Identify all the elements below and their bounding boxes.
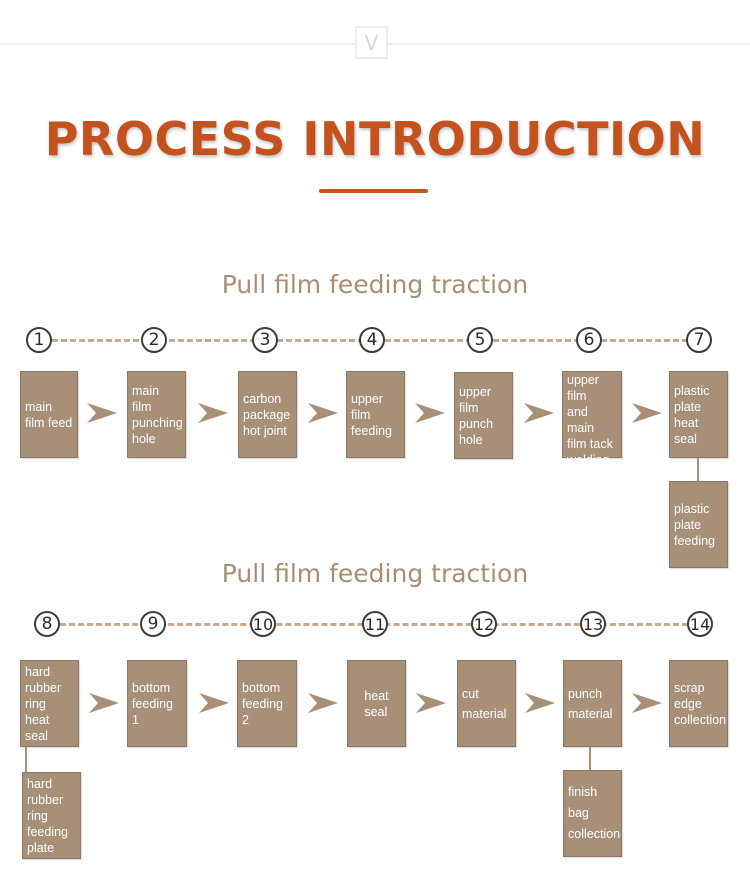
arrow-right-icon xyxy=(308,403,338,423)
step-label: main film feed xyxy=(25,399,73,430)
step-box-12: cut material xyxy=(457,660,516,747)
arrow-right-icon xyxy=(632,403,662,423)
arrow-right-icon xyxy=(416,693,446,713)
step-number-6: 6 xyxy=(576,327,602,353)
step-box-4: upper film feeding xyxy=(346,371,405,458)
step-label: heat seal xyxy=(364,688,389,719)
step-label: finish bag collection xyxy=(568,785,621,841)
step-number-4: 4 xyxy=(359,327,385,353)
step-label: hard rubber ring heat seal xyxy=(25,664,62,743)
step-box-5: upper film punch hole xyxy=(454,372,513,459)
step-box-8: hard rubber ring heat seal xyxy=(20,660,79,747)
step-box-2: main film punching hole xyxy=(127,371,186,458)
step-label: plastic plate feeding xyxy=(674,501,716,548)
section-2-subtitle: Pull film feeding traction xyxy=(221,559,529,588)
step-label: upper film feeding xyxy=(351,391,393,438)
step-label: bottom feeding 1 xyxy=(132,680,174,727)
arrow-right-icon xyxy=(632,693,662,713)
connector-line xyxy=(697,458,699,482)
arrow-right-icon xyxy=(308,693,338,713)
arrow-right-icon xyxy=(89,693,119,713)
chevron-down-icon: V xyxy=(355,26,388,59)
step-number-8: 8 xyxy=(34,611,60,637)
step-label: punch material xyxy=(568,686,613,721)
step-box-13: punch material xyxy=(563,660,622,747)
step-number-1: 1 xyxy=(26,327,52,353)
step-label: hard rubber ring feeding plate xyxy=(27,776,69,855)
page-title: PROCESS INTRODUCTION xyxy=(44,112,706,166)
arrow-right-icon xyxy=(415,403,445,423)
step-label: upper film punch hole xyxy=(459,384,494,447)
header-rule-left xyxy=(0,43,355,45)
step-number-3: 3 xyxy=(252,327,278,353)
connector-line xyxy=(589,747,591,771)
step-number-10: 10 xyxy=(250,611,276,637)
step-label: main film punching hole xyxy=(132,383,183,446)
connector-line xyxy=(25,747,27,773)
arrow-right-icon xyxy=(198,403,228,423)
sub-step-box-finish-bag-collection: finish bag collection xyxy=(563,770,622,857)
step-label: scrap edge collection xyxy=(674,680,727,727)
step-number-11: 11 xyxy=(362,611,388,637)
step-label: bottom feeding 2 xyxy=(242,680,284,727)
step-box-7: plastic plate heat seal xyxy=(669,371,728,458)
step-box-1: main film feed xyxy=(20,371,78,458)
step-box-11: heat seal xyxy=(347,660,406,747)
step-box-3: carbon package hot joint xyxy=(238,371,297,458)
title-underline xyxy=(319,189,428,193)
step-label: plastic plate heat seal xyxy=(674,383,710,446)
step-box-10: bottom feeding 2 xyxy=(237,660,297,747)
step-box-9: bottom feeding 1 xyxy=(127,660,187,747)
step-number-12: 12 xyxy=(471,611,497,637)
arrow-right-icon xyxy=(525,693,555,713)
step-number-13: 13 xyxy=(580,611,606,637)
step-number-14: 14 xyxy=(687,611,713,637)
header-rule-right xyxy=(388,43,750,45)
step-number-9: 9 xyxy=(140,611,166,637)
arrow-right-icon xyxy=(87,403,117,423)
sub-step-box-plastic-plate-feeding: plastic plate feeding xyxy=(669,481,728,568)
step-box-6: upper film and main film tack welding xyxy=(562,371,622,467)
arrow-right-icon xyxy=(199,693,229,713)
arrow-right-icon xyxy=(524,403,554,423)
step-label: carbon package hot joint xyxy=(243,391,291,438)
step-number-2: 2 xyxy=(141,327,167,353)
step-label: cut material xyxy=(462,686,507,721)
section-1-subtitle: Pull film feeding traction xyxy=(221,270,529,299)
step-number-5: 5 xyxy=(467,327,493,353)
step-label: upper film and main film tack welding xyxy=(567,373,613,467)
step-number-7: 7 xyxy=(686,327,712,353)
sub-step-box-hard-rubber-ring-feeding-plate: hard rubber ring feeding plate xyxy=(22,772,81,859)
step-box-14: scrap edge collection xyxy=(669,660,728,747)
